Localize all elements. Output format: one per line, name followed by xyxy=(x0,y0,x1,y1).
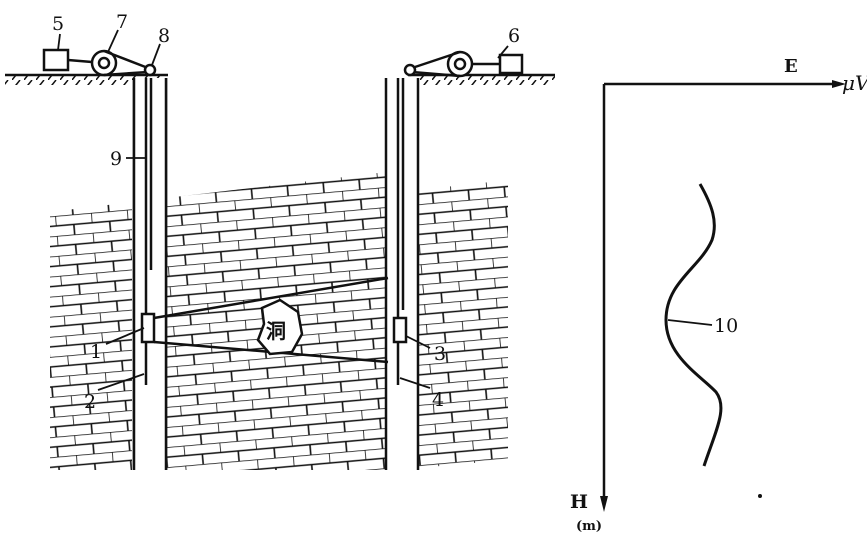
label-8: 8 xyxy=(158,25,170,47)
label-9: 9 xyxy=(110,148,122,170)
receiver-probe xyxy=(392,316,408,344)
leader-lines xyxy=(57,29,713,391)
label-4: 4 xyxy=(432,389,444,411)
graph-axes xyxy=(600,80,846,512)
label-7: 7 xyxy=(116,11,128,33)
label-6: 6 xyxy=(508,25,520,47)
label-1: 1 xyxy=(90,341,102,363)
label-5: 5 xyxy=(52,13,64,35)
borehole-right xyxy=(384,78,420,470)
cave-label: 洞 xyxy=(266,319,286,343)
y-axis-unit: (m) xyxy=(576,519,602,534)
label-3: 3 xyxy=(434,343,446,365)
surface-equipment-right xyxy=(403,50,524,78)
potential-curve xyxy=(664,183,723,467)
x-axis-label: E xyxy=(784,56,798,77)
label-2: 2 xyxy=(84,391,96,413)
borehole-left xyxy=(132,78,168,472)
cave xyxy=(256,298,304,356)
x-axis-unit: μV xyxy=(842,71,867,95)
surface-equipment-left xyxy=(42,48,157,77)
ground-surface xyxy=(5,73,555,85)
stray-dot xyxy=(758,494,762,498)
y-axis-label: H xyxy=(570,491,588,513)
label-10: 10 xyxy=(714,315,738,337)
